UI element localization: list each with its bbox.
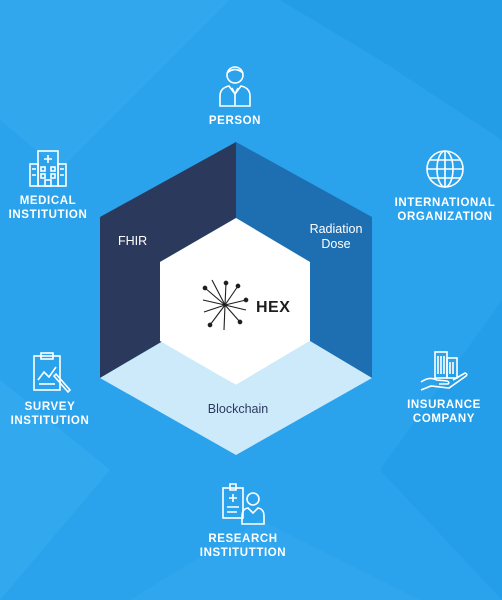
clipboard-chart-icon bbox=[33, 352, 72, 394]
hand-building-icon bbox=[420, 351, 468, 391]
node-medical-label-2: INSTITUTION bbox=[8, 209, 88, 221]
segment-blockchain bbox=[100, 341, 372, 455]
globe-icon bbox=[426, 150, 464, 188]
hospital-icon bbox=[29, 150, 67, 187]
person-icon bbox=[219, 66, 251, 107]
node-insurance-company: INSURANCE COMPANY bbox=[398, 346, 490, 426]
hexagon-center bbox=[160, 218, 310, 385]
node-person: PERSON bbox=[195, 64, 275, 128]
node-research-label-1: RESEARCH bbox=[208, 533, 278, 545]
node-survey-label-1: SURVEY bbox=[24, 401, 76, 413]
node-research-label-2: INSTITUTTION bbox=[199, 547, 287, 559]
node-international-label-2: ORGANIZATION bbox=[397, 211, 493, 223]
node-international-label-1: INTERNATIONAL bbox=[394, 197, 496, 209]
segment-label-fhir: FHIR bbox=[118, 234, 148, 248]
node-medical-institution: MEDICAL INSTITUTION bbox=[0, 148, 96, 222]
node-insurance-label-1: INSURANCE bbox=[407, 399, 481, 411]
hex-logo-text: HEX bbox=[256, 299, 291, 316]
node-medical-label-1: MEDICAL bbox=[19, 195, 77, 207]
node-insurance-label-2: COMPANY bbox=[412, 413, 476, 425]
node-person-label: PERSON bbox=[208, 115, 262, 127]
hex-logo-icon bbox=[202, 279, 249, 331]
segment-radiation-dose bbox=[236, 142, 372, 378]
node-international-organization: INTERNATIONAL ORGANIZATION bbox=[388, 148, 502, 224]
segment-label-blockchain: Blockchain bbox=[207, 402, 269, 416]
segment-label-radiation-line1: Radiation bbox=[309, 222, 363, 236]
node-survey-institution: SURVEY INSTITUTION bbox=[2, 350, 98, 428]
node-research-institution: RESEARCH INSTITUTTION bbox=[188, 482, 298, 560]
segment-label-radiation-line2: Dose bbox=[321, 237, 351, 251]
researcher-icon bbox=[222, 483, 265, 525]
segment-fhir bbox=[100, 142, 236, 378]
segment-label-radiation-dose: Radiation Dose bbox=[300, 222, 372, 252]
node-survey-label-2: INSTITUTION bbox=[10, 415, 90, 427]
